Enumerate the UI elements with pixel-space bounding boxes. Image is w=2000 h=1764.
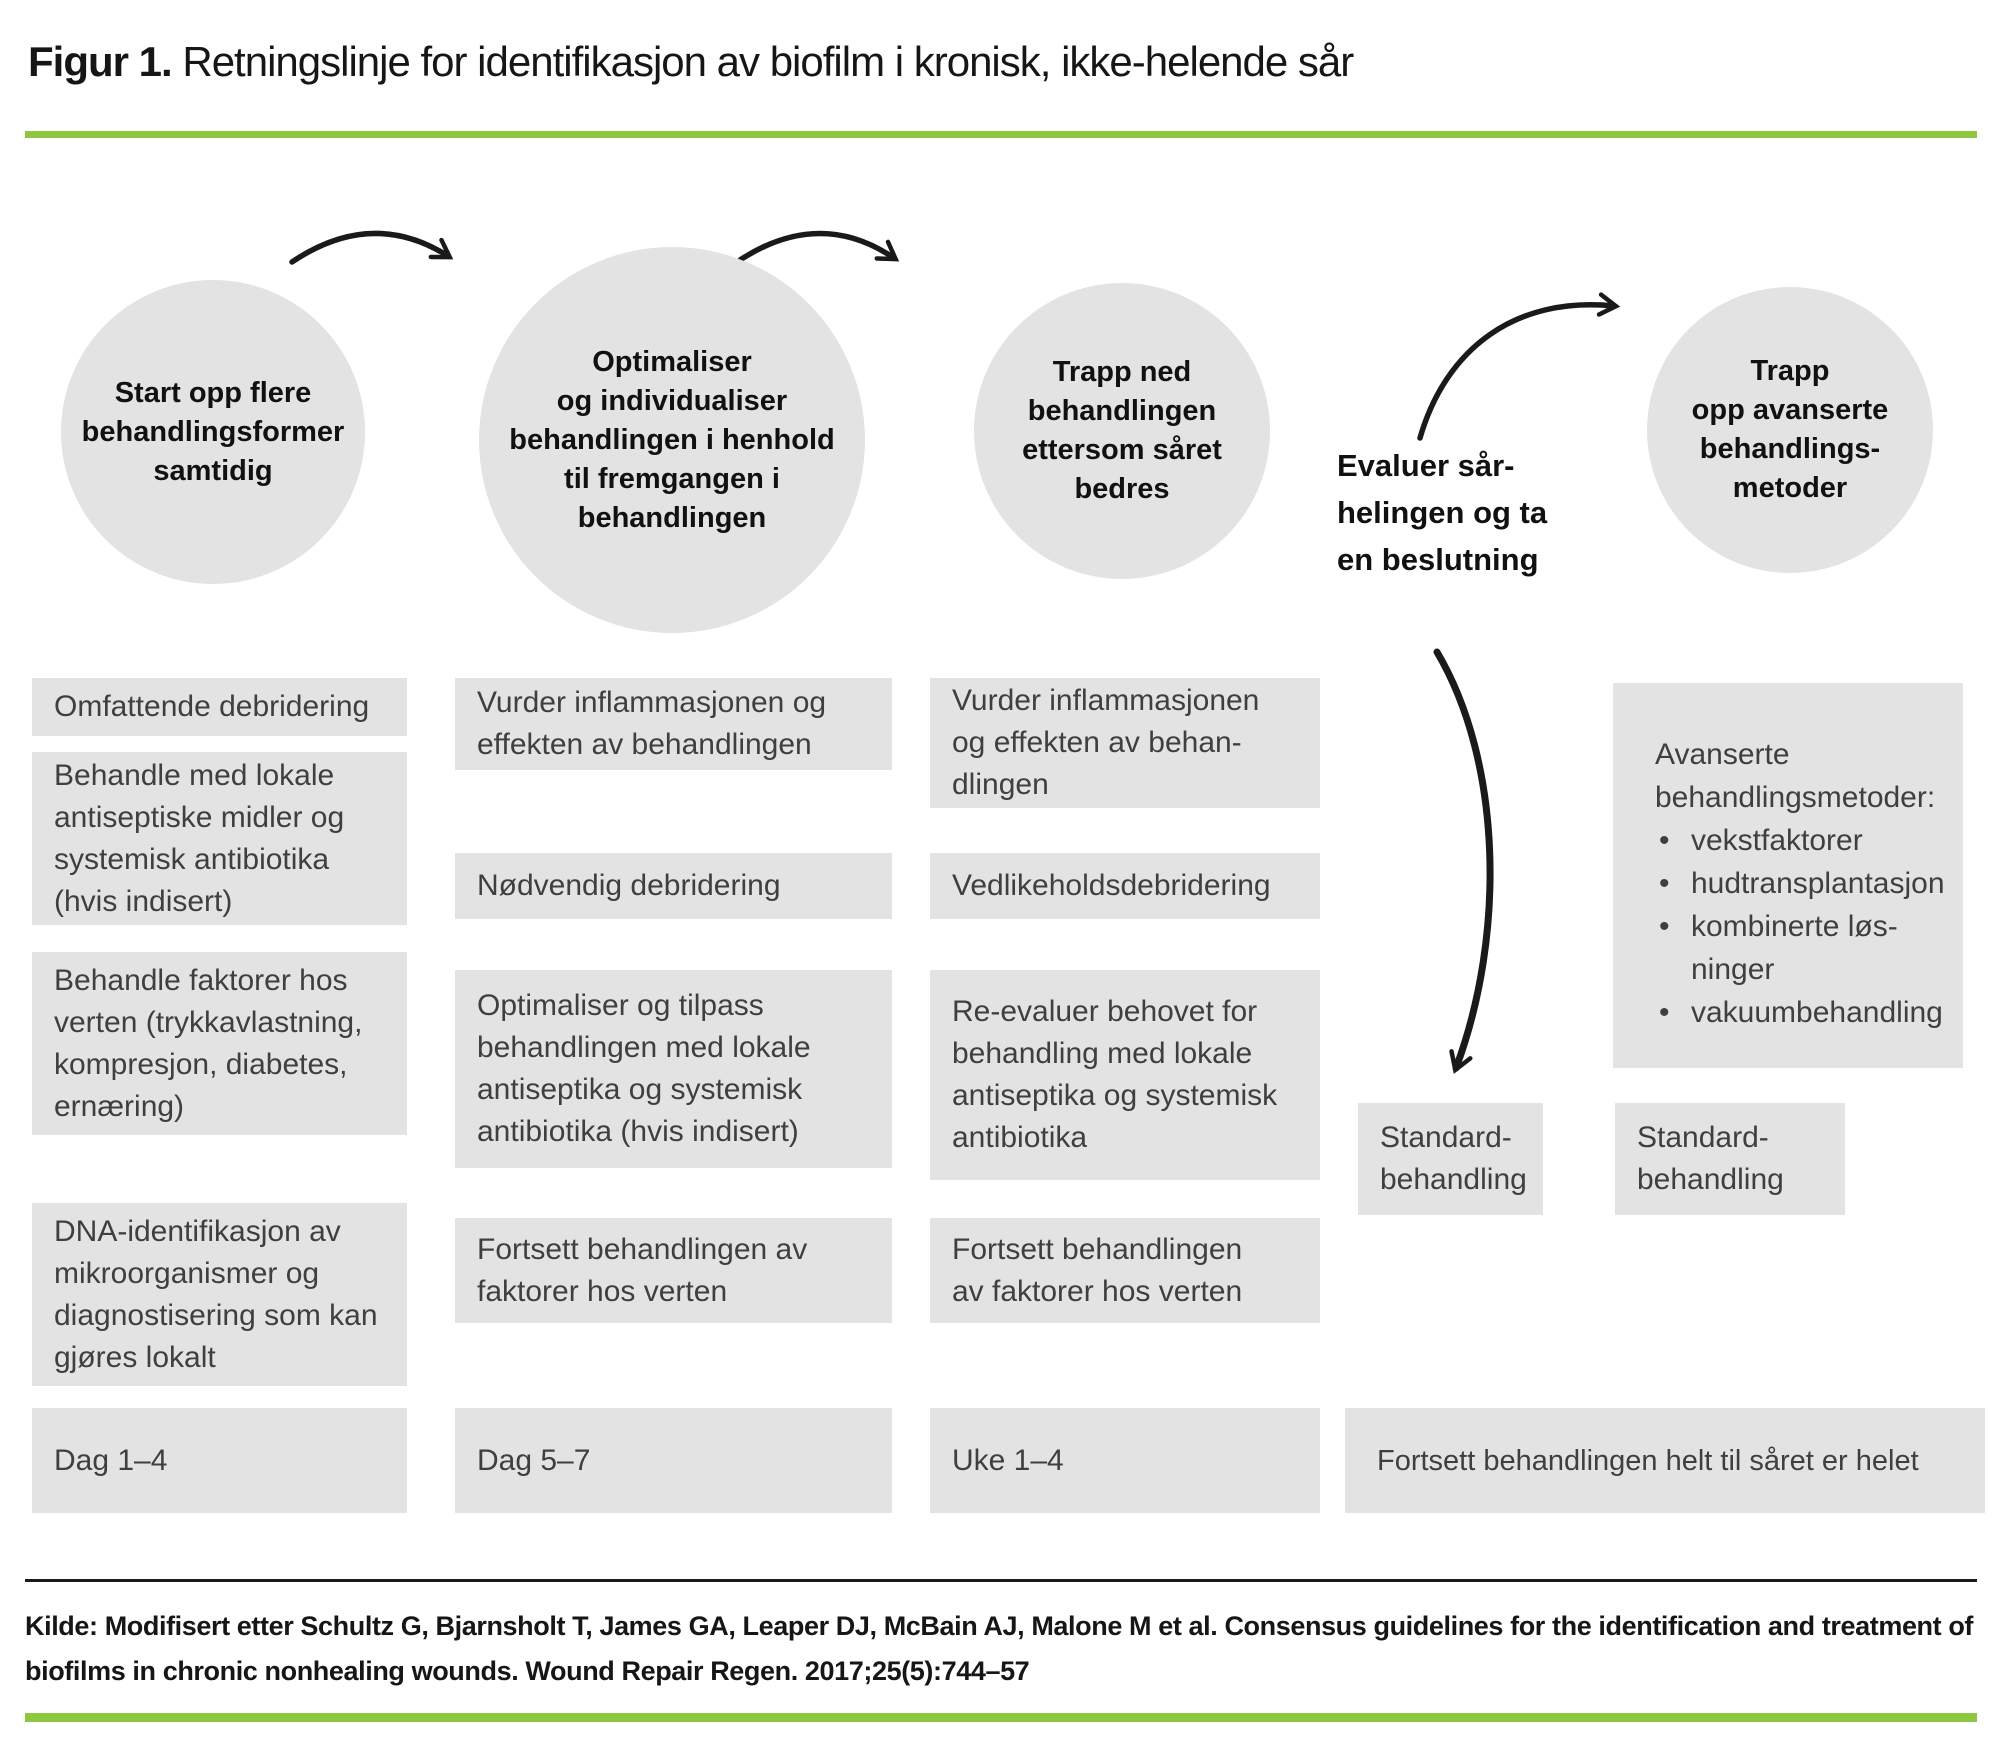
col3-timeframe: Uke 1–4 bbox=[930, 1408, 1320, 1513]
col2-box-necessary-debridement: Nødvendig debridering bbox=[455, 853, 892, 919]
standard-care-box-right-text: Standard- behandling bbox=[1637, 1121, 1784, 1196]
col2-timeframe-text: Dag 5–7 bbox=[477, 1443, 591, 1477]
col2-box-optimize-treatment: Optimaliser og tilpass behandlingen med … bbox=[455, 970, 892, 1168]
col2-box-necessary-debridement-text: Nødvendig debridering bbox=[477, 869, 781, 902]
col3-timeframe-text: Uke 1–4 bbox=[952, 1443, 1064, 1477]
top-green-rule bbox=[25, 131, 1977, 138]
col3-box-reevaluate-need-text: Re-evaluer behovet for behandling med lo… bbox=[952, 995, 1278, 1154]
circle-optimize-individualize: Optimaliser og individualiser behandling… bbox=[479, 247, 865, 633]
col3-box-maintenance-debridement-text: Vedlikeholdsdebridering bbox=[952, 869, 1271, 902]
continue-until-healed-box: Fortsett behandlingen helt til såret er … bbox=[1345, 1408, 1985, 1513]
evaluate-note: Evaluer sår- helingen og ta en beslutnin… bbox=[1337, 448, 1548, 577]
circle-optimize-individualize-label: Optimaliser og individualiser behandling… bbox=[509, 345, 835, 534]
col1-box-antiseptics: Behandle med lokale antiseptiske midler … bbox=[32, 752, 407, 925]
arrow-evaluate-to-step4-icon bbox=[1417, 292, 1621, 441]
circle-step-up-advanced: Trapp opp avanserte behandlings- metoder bbox=[1647, 287, 1933, 573]
col1-box-debridement-text: Omfattende debridering bbox=[54, 690, 370, 723]
col3-box-continue-host-factors: Fortsett behandlingen av faktorer hos ve… bbox=[930, 1218, 1320, 1323]
col1-box-debridement: Omfattende debridering bbox=[32, 678, 407, 736]
col1-box-host-factors: Behandle faktorer hos verten (trykkavlas… bbox=[32, 952, 407, 1135]
figure-title: Figur 1. Retningslinje for identifikasjo… bbox=[28, 38, 1354, 86]
advanced-method-vacuum: vakuumbehandling bbox=[1655, 991, 1949, 1034]
col2-box-continue-host-factors: Fortsett behandlingen av faktorer hos ve… bbox=[455, 1218, 892, 1323]
arrow-evaluate-to-standard-icon bbox=[1433, 648, 1494, 1074]
advanced-methods-heading: Avanserte behandlingsmetoder: bbox=[1655, 738, 1936, 814]
col1-box-dna-identification-text: DNA-identifikasjon av mikroorganismer og… bbox=[54, 1214, 378, 1374]
col2-timeframe: Dag 5–7 bbox=[455, 1408, 892, 1513]
footer-divider bbox=[25, 1579, 1977, 1582]
circle-step-down: Trapp ned behandlingen ettersom såret be… bbox=[974, 283, 1270, 579]
col2-box-continue-host-factors-text: Fortsett behandlingen av faktorer hos ve… bbox=[477, 1232, 808, 1308]
figure-number: Figur 1. bbox=[28, 38, 173, 85]
advanced-method-growth-factors: vekstfaktorer bbox=[1655, 819, 1949, 862]
col1-box-host-factors-text: Behandle faktorer hos verten (trykkavlas… bbox=[54, 963, 363, 1123]
col1-box-antiseptics-text: Behandle med lokale antiseptiske midler … bbox=[54, 758, 345, 918]
circle-start-treatments-label: Start opp flere behandlingsformer samtid… bbox=[81, 376, 345, 487]
col3-box-maintenance-debridement: Vedlikeholdsdebridering bbox=[930, 853, 1320, 919]
col2-box-optimize-treatment-text: Optimaliser og tilpass behandlingen med … bbox=[477, 989, 811, 1148]
col1-box-dna-identification: DNA-identifikasjon av mikroorganismer og… bbox=[32, 1203, 407, 1386]
standard-care-box-left-text: Standard- behandling bbox=[1380, 1121, 1527, 1196]
standard-care-box-right: Standard- behandling bbox=[1615, 1103, 1845, 1215]
advanced-method-skin-graft: hudtransplantasjon bbox=[1655, 862, 1949, 905]
arrow-step2-to-step3-icon bbox=[737, 230, 900, 263]
col1-timeframe: Dag 1–4 bbox=[32, 1408, 407, 1513]
bottom-green-rule bbox=[25, 1713, 1977, 1722]
col3-box-assess-inflammation: Vurder inflammasjonen og effekten av beh… bbox=[930, 678, 1320, 808]
source-citation-line2: biofilms in chronic nonhealing wounds. W… bbox=[25, 1656, 1030, 1686]
advanced-method-combined-solutions: kombinerte løs- ninger bbox=[1655, 905, 1949, 991]
circle-step-up-advanced-label: Trapp opp avanserte behandlings- metoder bbox=[1691, 355, 1889, 504]
col3-box-reevaluate-need: Re-evaluer behovet for behandling med lo… bbox=[930, 970, 1320, 1180]
arrow-step1-to-step2-icon bbox=[289, 230, 454, 265]
col2-box-assess-inflammation-text: Vurder inflammasjonen og effekten av beh… bbox=[477, 686, 827, 761]
advanced-methods-list: vekstfaktorer hudtransplantasjon kombine… bbox=[1655, 819, 1949, 1034]
col1-timeframe-text: Dag 1–4 bbox=[54, 1443, 168, 1477]
col2-box-assess-inflammation: Vurder inflammasjonen og effekten av beh… bbox=[455, 678, 892, 770]
circle-step-down-label: Trapp ned behandlingen ettersom såret be… bbox=[1022, 356, 1222, 505]
col3-box-assess-inflammation-text: Vurder inflammasjonen og effekten av beh… bbox=[952, 684, 1260, 801]
continue-until-healed-text: Fortsett behandlingen helt til såret er … bbox=[1377, 1444, 1919, 1477]
source-citation: Kilde: Modifisert etter Schultz G, Bjarn… bbox=[25, 1604, 1973, 1694]
circle-start-treatments: Start opp flere behandlingsformer samtid… bbox=[61, 280, 365, 584]
standard-care-box-left: Standard- behandling bbox=[1358, 1103, 1543, 1215]
advanced-methods-box: Avanserte behandlingsmetoder: vekstfakto… bbox=[1613, 683, 1963, 1068]
col3-box-continue-host-factors-text: Fortsett behandlingen av faktorer hos ve… bbox=[952, 1232, 1243, 1308]
figure-title-text: Retningslinje for identifikasjon av biof… bbox=[171, 38, 1354, 85]
source-citation-line1: Kilde: Modifisert etter Schultz G, Bjarn… bbox=[25, 1611, 1974, 1641]
